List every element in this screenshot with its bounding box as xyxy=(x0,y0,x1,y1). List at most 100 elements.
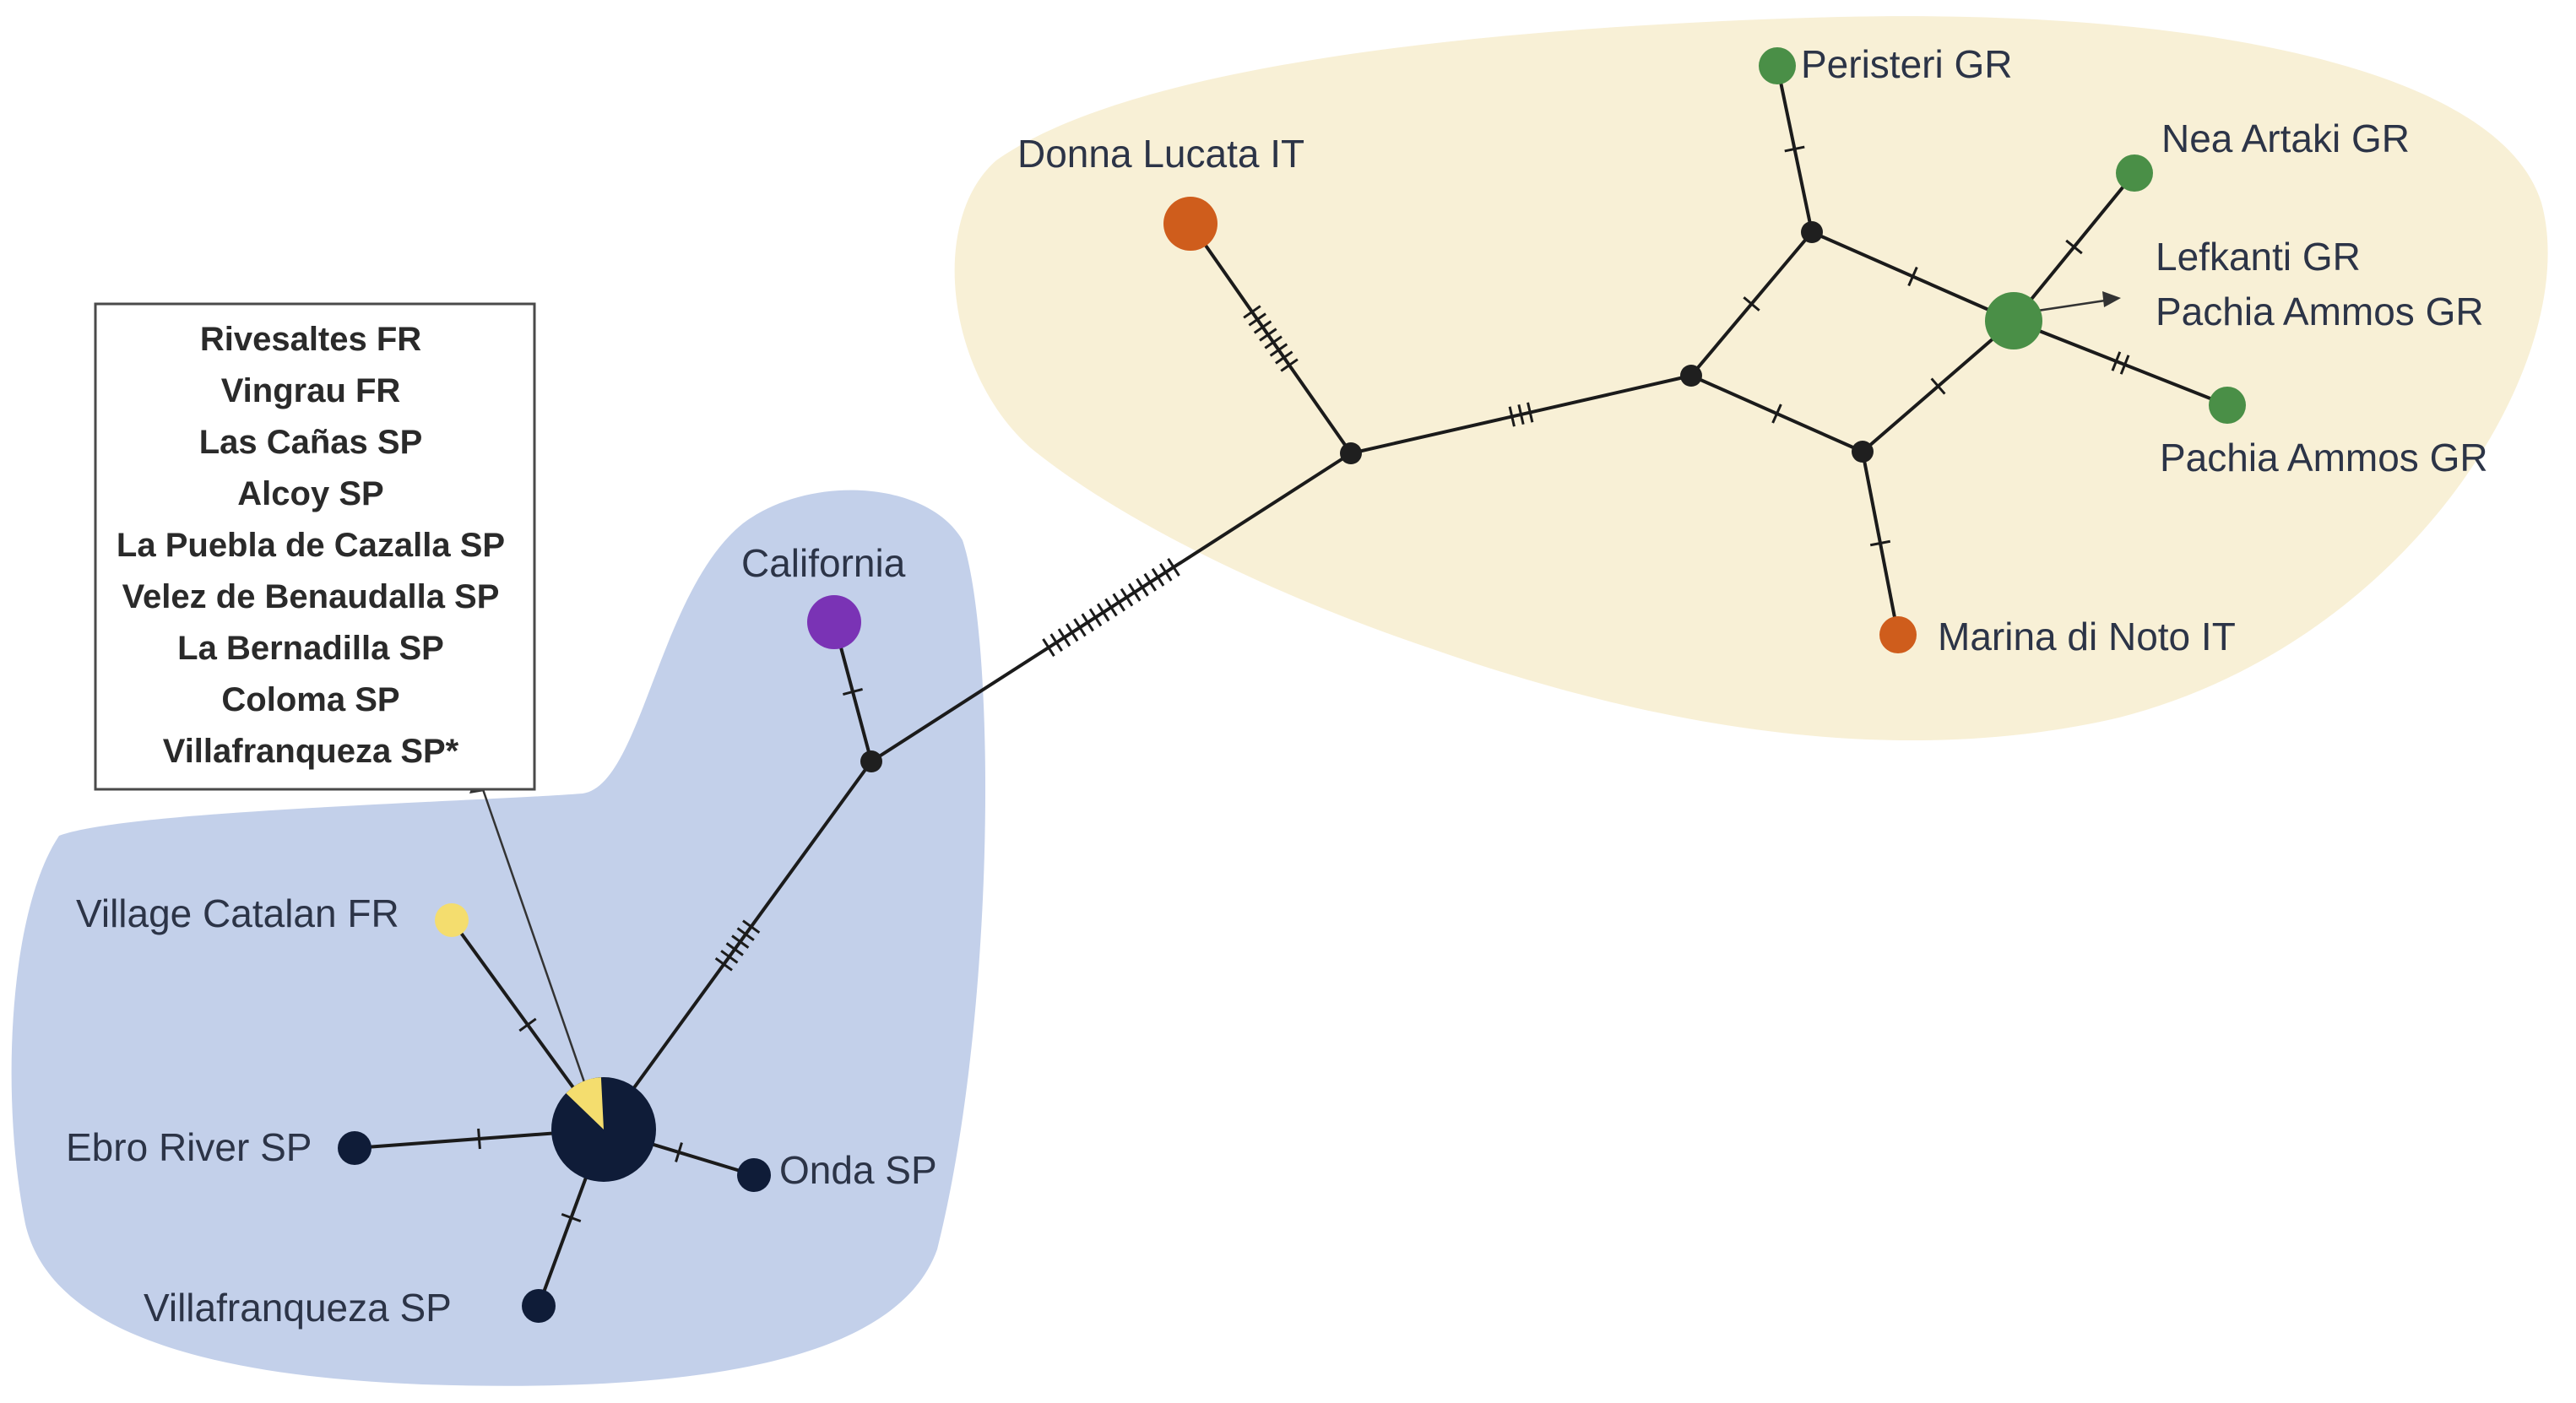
mutation-tick xyxy=(1128,582,1142,602)
california-label: California xyxy=(741,541,906,585)
mutation-tick xyxy=(1042,638,1055,657)
mutation-tick xyxy=(2065,239,2083,255)
villafranqueza-node xyxy=(522,1289,556,1323)
mutation-tick xyxy=(736,927,755,941)
peristeri-node xyxy=(1759,47,1796,84)
mutation-tick xyxy=(1167,558,1180,577)
eastern-region-area xyxy=(954,16,2548,741)
onda-node xyxy=(737,1158,771,1192)
mutation-tick xyxy=(725,942,744,956)
mutation-ticks xyxy=(477,145,2130,1223)
box-item: Coloma SP xyxy=(221,681,399,718)
median-vector-5 xyxy=(1852,441,1874,463)
villafranqueza-label: Villafranqueza SP xyxy=(144,1286,452,1330)
mutation-tick xyxy=(477,1128,481,1150)
mutation-tick xyxy=(1120,588,1134,607)
edge-central-mv1 xyxy=(602,760,873,1131)
mutation-tick xyxy=(1275,350,1293,365)
lefkanti-pachia-ammos-label: Pachia Ammos GR xyxy=(2156,290,2484,333)
mutation-tick xyxy=(742,919,761,934)
mutation-tick xyxy=(1527,402,1534,423)
mutation-tick xyxy=(1930,377,1946,395)
central-haplotype-pie xyxy=(551,1077,656,1182)
mutation-tick xyxy=(1269,343,1288,357)
mutation-tick xyxy=(720,950,739,964)
mutation-tick xyxy=(1159,562,1173,582)
network-nodes xyxy=(338,47,2246,1323)
edge-mv2-donna-lucata xyxy=(1189,222,1353,455)
mutation-tick xyxy=(675,1142,683,1162)
mutation-tick xyxy=(843,687,863,696)
mutation-tick xyxy=(1049,633,1063,653)
mutation-tick xyxy=(714,956,733,972)
lefkanti-pointer-arrowhead xyxy=(2102,291,2121,307)
mutation-tick xyxy=(2111,351,2122,371)
mutation-tick xyxy=(1771,404,1782,424)
mutation-tick xyxy=(1248,312,1266,327)
mutation-tick xyxy=(1088,608,1103,627)
box-item: Alcoy SP xyxy=(237,475,383,512)
village-catalan-label: Village Catalan FR xyxy=(76,891,399,935)
mutation-tick xyxy=(1143,572,1158,592)
mutation-tick xyxy=(1743,296,1760,311)
mutation-tick xyxy=(1057,628,1071,647)
box-item: Velez de Benaudalla SP xyxy=(122,578,500,615)
marina-di-noto-node xyxy=(1879,616,1917,653)
ebro-river-label: Ebro River SP xyxy=(66,1125,312,1169)
california-node xyxy=(807,595,861,649)
lefkanti-hub-node xyxy=(1985,292,2042,349)
western-region-area xyxy=(11,490,986,1386)
mutation-tick xyxy=(1112,593,1126,612)
nea-artaki-node xyxy=(2116,154,2153,192)
village-catalan-node xyxy=(435,903,469,937)
box-item: Villafranqueza SP* xyxy=(163,733,459,770)
nea-artaki-label: Nea Artaki GR xyxy=(2161,116,2410,160)
onda-label: Onda SP xyxy=(779,1148,937,1192)
mutation-tick xyxy=(518,1017,537,1032)
central-haplotype-box-frame xyxy=(94,302,536,791)
donna-lucata-label: Donna Lucata IT xyxy=(1017,132,1304,176)
mutation-tick xyxy=(1096,603,1110,622)
mutation-tick xyxy=(1065,623,1079,642)
box-pointer-arrow xyxy=(475,772,593,1102)
node-labels: Village Catalan FR Ebro River SP Onda SP… xyxy=(66,42,2488,1330)
pachia-ammos-node xyxy=(2209,387,2246,424)
mutation-tick xyxy=(1151,567,1165,587)
mutation-tick xyxy=(1253,320,1272,334)
mutation-tick xyxy=(1136,577,1149,597)
mutation-tick xyxy=(1869,539,1891,547)
mutation-tick xyxy=(1508,406,1516,427)
central-france-slice xyxy=(566,1077,604,1129)
ebro-river-node xyxy=(338,1131,371,1165)
marina-di-noto-label: Marina di Noto IT xyxy=(1938,615,2236,658)
mutation-tick xyxy=(1517,404,1525,425)
peristeri-label: Peristeri GR xyxy=(1801,42,2012,86)
box-item: Las Cañas SP xyxy=(199,424,423,461)
lefkanti-label: Lefkanti GR xyxy=(2156,235,2361,279)
mutation-tick xyxy=(1907,266,1918,287)
median-vector-3 xyxy=(1680,365,1702,387)
box-item: La Puebla de Cazalla SP xyxy=(117,527,505,564)
mutation-tick xyxy=(1259,328,1277,342)
mutation-tick xyxy=(2119,355,2130,375)
donna-lucata-node xyxy=(1163,197,1217,251)
box-item: Rivesaltes FR xyxy=(200,321,421,358)
pachia-ammos-label: Pachia Ammos GR xyxy=(2160,436,2488,479)
lefkanti-pointer-arrow xyxy=(2026,298,2112,314)
mutation-tick xyxy=(1243,305,1261,319)
central-haplotype-box: Rivesaltes FR Vingrau FR Las Cañas SP Al… xyxy=(94,302,536,791)
box-item: Vingrau FR xyxy=(221,372,401,409)
mutation-tick xyxy=(1264,335,1283,349)
median-vector-2 xyxy=(1340,442,1362,464)
mutation-tick xyxy=(1081,613,1094,632)
mutation-tick xyxy=(731,934,750,949)
edge-lefkanti-hub-pachia-ammos xyxy=(2013,319,2228,407)
median-vector-1 xyxy=(860,750,882,772)
mutation-tick xyxy=(561,1212,582,1223)
box-item: La Bernadilla SP xyxy=(177,630,444,667)
mutation-tick xyxy=(1104,598,1118,617)
mutation-tick xyxy=(1073,618,1087,637)
mutation-tick xyxy=(1784,145,1805,153)
median-vector-4 xyxy=(1801,221,1823,243)
